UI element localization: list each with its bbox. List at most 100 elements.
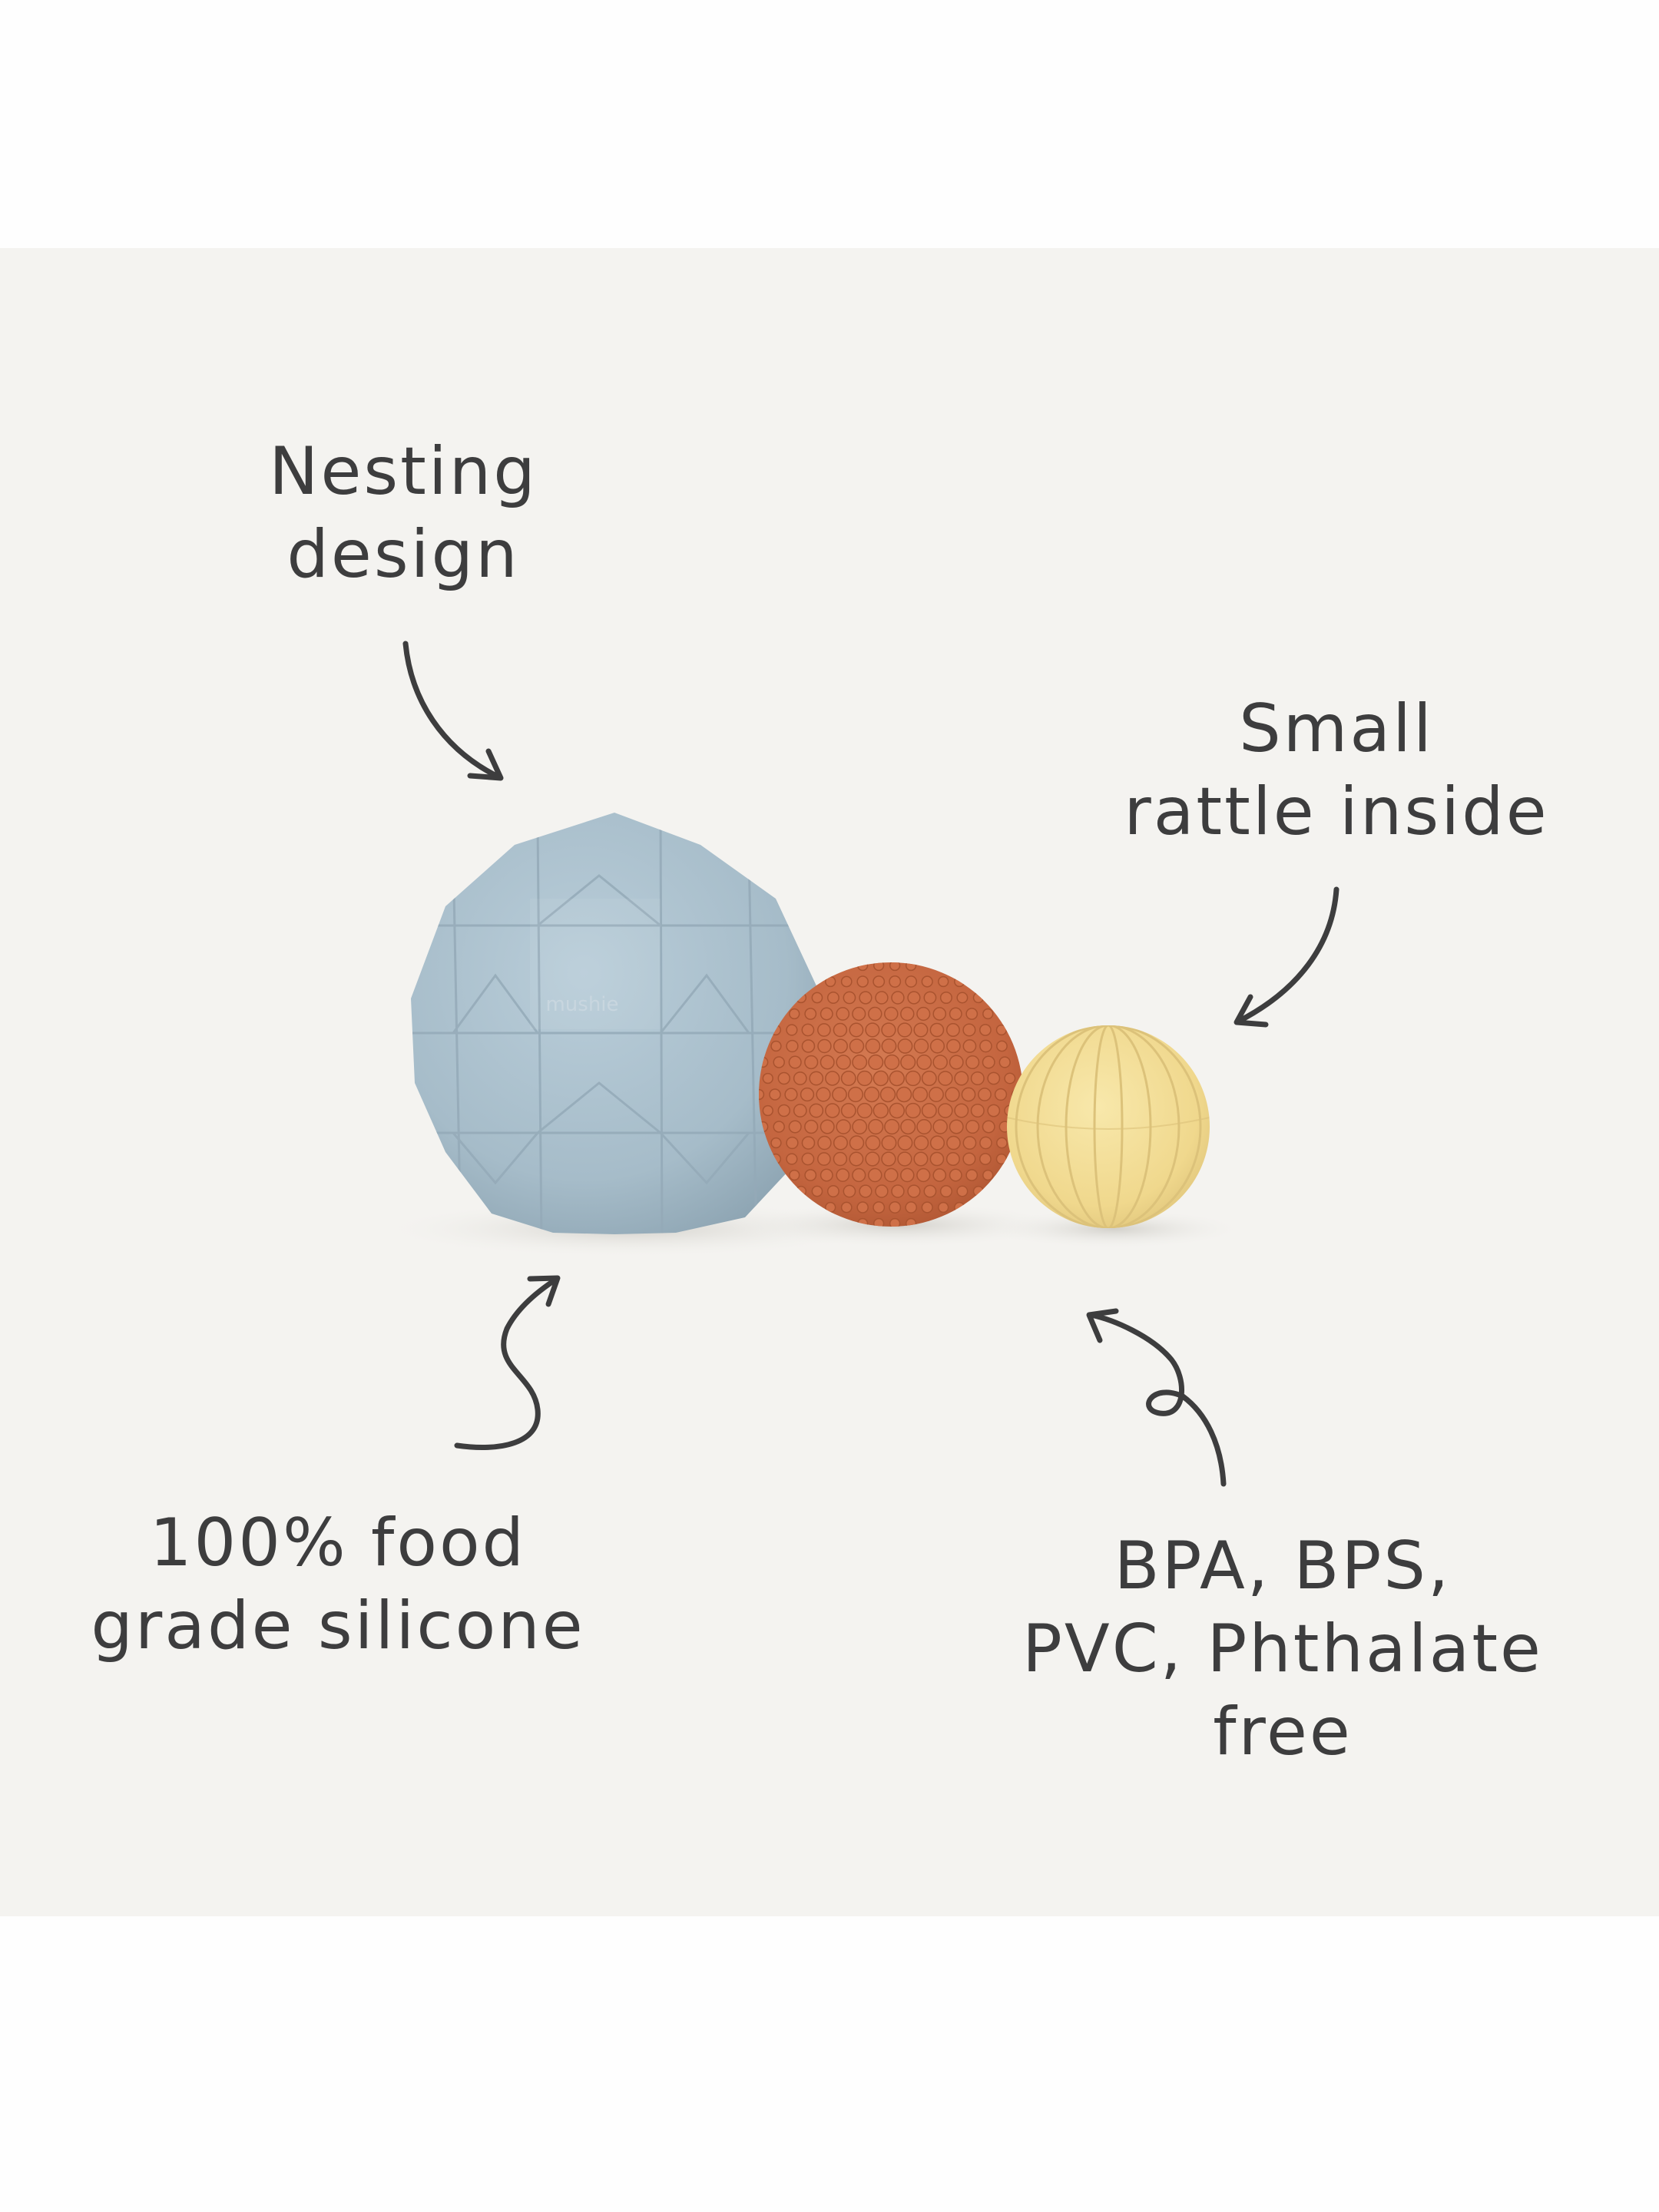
texture-bump — [962, 1039, 977, 1053]
annotation-line: PVC, Phthalate — [1022, 1611, 1543, 1687]
texture-bump — [979, 1039, 992, 1053]
texture-bump — [900, 1118, 916, 1135]
texture-bump — [965, 1119, 980, 1134]
texture-bump — [873, 962, 885, 972]
rattle-annotation: Small rattle inside — [1075, 687, 1598, 853]
texture-bump — [949, 1168, 962, 1182]
texture-bump — [873, 1201, 886, 1214]
texture-bump — [849, 1135, 865, 1151]
texture-bump — [962, 1152, 976, 1166]
texture-bump — [972, 992, 985, 1004]
texture-bump — [905, 975, 918, 988]
texture-bump — [881, 1022, 896, 1038]
texture-bump — [900, 1054, 916, 1071]
texture-bump — [849, 1151, 864, 1167]
annotation-line: Nesting — [269, 433, 538, 510]
texture-bump — [817, 1038, 832, 1054]
texture-bump — [820, 1055, 835, 1070]
texture-bump — [945, 1023, 960, 1037]
texture-bump — [773, 1121, 785, 1133]
texture-bump — [868, 1167, 882, 1183]
texture-bump — [801, 1152, 815, 1166]
texture-bump — [913, 1022, 929, 1038]
texture-bump — [884, 1118, 900, 1135]
texture-bump — [843, 1184, 856, 1198]
texture-bump — [945, 1152, 960, 1166]
texture-bump — [873, 1102, 889, 1119]
texture-bump — [929, 1038, 945, 1054]
silicone-annotation: 100% food grade silicone — [61, 1502, 614, 1667]
texture-bump — [889, 1070, 905, 1087]
arrow-to-silicone — [454, 1275, 561, 1450]
texture-bump — [852, 1119, 868, 1134]
texture-bump — [793, 1071, 807, 1085]
texture-bump — [856, 1070, 873, 1087]
texture-bump — [784, 1088, 798, 1101]
annotation-line: Small — [1239, 690, 1434, 767]
texture-bump — [996, 1137, 1008, 1149]
texture-bump — [884, 1054, 900, 1071]
texture-bump — [956, 1185, 969, 1197]
texture-bump — [970, 1103, 985, 1118]
texture-bump — [891, 991, 905, 1005]
texture-bump — [962, 1136, 977, 1150]
texture-bump — [954, 1071, 969, 1086]
annotation-line: BPA, BPS, — [1114, 1528, 1452, 1604]
texture-bump — [889, 1102, 905, 1119]
texture-bump — [817, 1023, 831, 1037]
texture-bump — [982, 1055, 995, 1069]
arrow-to-rattle — [1233, 886, 1339, 1028]
texture-bump — [825, 1071, 840, 1086]
ball-shadow — [983, 1209, 1244, 1249]
texture-bump — [840, 1071, 856, 1086]
texture-bump — [849, 1022, 864, 1038]
texture-bump — [863, 1086, 880, 1103]
texture-bump — [913, 1151, 929, 1167]
texture-bump — [916, 1055, 932, 1070]
texture-bump — [859, 1184, 873, 1198]
texture-bump — [762, 1072, 773, 1084]
texture-bump — [889, 1217, 901, 1227]
texture-bump — [884, 1167, 899, 1183]
texture-bump — [881, 1038, 897, 1054]
texture-bump — [921, 1070, 937, 1087]
texture-bump — [905, 1102, 921, 1119]
texture-bump — [865, 1151, 880, 1167]
texture-bump — [889, 1201, 902, 1214]
texture-bump — [865, 1135, 881, 1151]
texture-bump — [804, 1119, 819, 1134]
texture-bump — [913, 1135, 929, 1151]
texture-bump — [788, 1055, 802, 1069]
texture-bump — [900, 1167, 915, 1183]
texture-bump — [921, 1201, 933, 1214]
texture-bump — [777, 1071, 791, 1085]
texture-bump — [852, 1167, 866, 1183]
brand-mark: mushie — [545, 993, 618, 1016]
texture-bump — [982, 1169, 994, 1181]
texture-bump — [801, 1136, 816, 1150]
texture-bump — [833, 1038, 848, 1054]
texture-bump — [987, 1104, 1001, 1118]
texture-bump — [937, 1103, 953, 1118]
texture-bump — [795, 1185, 807, 1197]
texture-bump — [865, 1038, 881, 1054]
texture-bump — [820, 1007, 833, 1021]
texture-bump — [962, 1023, 976, 1037]
texture-bump — [811, 992, 823, 1004]
texture-bump — [938, 1201, 949, 1214]
texture-bump — [826, 1185, 839, 1197]
texture-bump — [777, 1104, 791, 1118]
texture-bump — [889, 975, 902, 988]
texture-bump — [804, 1055, 819, 1070]
texture-bump — [786, 1024, 798, 1036]
texture-bump — [786, 1039, 799, 1053]
texture-bump — [762, 1104, 773, 1117]
texture-bump — [1004, 1072, 1016, 1084]
texture-bump — [868, 1118, 884, 1135]
texture-bump — [836, 1007, 850, 1021]
texture-bump — [856, 975, 869, 988]
texture-bump — [896, 1086, 912, 1103]
texture-bump — [875, 1184, 889, 1198]
texture-bump — [932, 1007, 947, 1021]
